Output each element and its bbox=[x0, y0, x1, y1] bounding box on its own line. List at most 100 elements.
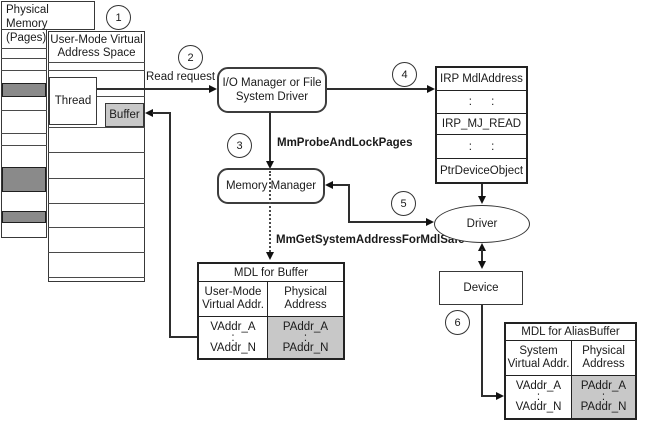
mdl-alias-col1-header: System Virtual Addr. bbox=[506, 341, 572, 375]
paddr-last: PAddr_N bbox=[580, 401, 627, 413]
irp-to-driver-arrow-shaft bbox=[481, 184, 483, 198]
io-to-memmgr-arrow-shaft bbox=[269, 113, 271, 163]
vaddr-first: VAddr_A bbox=[210, 320, 256, 333]
address-space-line bbox=[48, 252, 145, 253]
mdl-buffer-col2-line1: Physical bbox=[284, 286, 327, 298]
mdl-buffer-paddr-cell: PAddr_A : PAddr_N bbox=[268, 317, 343, 358]
memory-manager-box: Memory Manager bbox=[217, 168, 325, 204]
vaddr-ellipsis: : bbox=[536, 391, 541, 403]
mdl-alias-vaddr-cell: VAddr_A : VAddr_N bbox=[506, 376, 572, 418]
memmgr-driver-connector-h2 bbox=[348, 221, 427, 223]
irp-table: IRP MdlAddress : : IRP_MJ_READ : : PtrDe… bbox=[435, 66, 528, 184]
address-space-line bbox=[48, 277, 145, 278]
address-space-line bbox=[48, 127, 145, 128]
mdl-buffer-title: MDL for Buffer bbox=[199, 264, 343, 282]
buffer-box: Buffer bbox=[105, 103, 144, 127]
mdl-to-buffer-connector-h1 bbox=[152, 112, 170, 114]
read-request-label: Read request bbox=[146, 71, 216, 83]
device-to-aliasmdl-arrow-head bbox=[496, 392, 504, 400]
vaddr-ellipsis: : bbox=[231, 331, 235, 344]
user-mode-title-line2: Address Space bbox=[57, 47, 136, 59]
address-space-line bbox=[48, 152, 145, 153]
physical-memory-label: Physical Memory (Pages) bbox=[1, 1, 95, 44]
io-to-memmgr-arrow-head bbox=[266, 161, 274, 169]
thread-box: Thread bbox=[49, 77, 97, 125]
mdl-buffer-vaddr-cell: VAddr_A : VAddr_N bbox=[199, 317, 268, 358]
page-divider-line bbox=[1, 110, 47, 111]
thread-label: Thread bbox=[54, 95, 92, 107]
device-box: Device bbox=[439, 271, 523, 305]
driver-device-arrow-shaft bbox=[481, 249, 483, 263]
memmgr-driver-connector-h1 bbox=[333, 184, 350, 186]
irp-row-mjread: IRP_MJ_READ bbox=[437, 114, 526, 135]
mdl-alias-col2-line1: Physical bbox=[582, 345, 625, 357]
step-number: 2 bbox=[187, 51, 194, 64]
address-space-line bbox=[48, 70, 145, 71]
physical-memory-label-line1: Physical Memory bbox=[6, 4, 49, 30]
paddr-first: PAddr_A bbox=[282, 320, 329, 333]
address-space-line bbox=[48, 227, 145, 228]
io-manager-line1: I/O Manager or File bbox=[222, 77, 322, 89]
mdl-alias-col1-line1: System bbox=[519, 345, 558, 357]
paddr-ellipsis: : bbox=[601, 391, 606, 403]
mdl-buffer-col2-line2: Address bbox=[284, 299, 327, 311]
mdl-alias-table: MDL for AliasBuffer System Virtual Addr.… bbox=[504, 322, 637, 420]
buffer-label: Buffer bbox=[109, 109, 140, 121]
page-row-shaded bbox=[2, 167, 46, 192]
step-circle-2: 2 bbox=[178, 45, 203, 70]
user-mode-box bbox=[48, 31, 145, 282]
step-circle-1: 1 bbox=[106, 5, 131, 30]
read-request-arrow-shaft bbox=[97, 88, 211, 90]
mdl-to-buffer-connector-v bbox=[169, 112, 171, 338]
page-divider-line bbox=[1, 133, 47, 134]
paddr-first: PAddr_A bbox=[580, 380, 627, 392]
io-manager-line2: System Driver bbox=[235, 91, 309, 103]
driver-device-arrow-head-down bbox=[478, 261, 486, 269]
getsystemaddress-arrow-head bbox=[266, 252, 274, 260]
step-circle-4: 4 bbox=[392, 62, 417, 87]
paddr-ellipsis: : bbox=[303, 331, 308, 344]
step-number: 1 bbox=[115, 11, 122, 24]
page-row-shaded bbox=[2, 83, 46, 97]
step-number: 6 bbox=[454, 316, 461, 329]
page-divider-line bbox=[1, 48, 47, 49]
address-space-line bbox=[48, 203, 145, 204]
address-space-line bbox=[97, 96, 145, 97]
memmgr-arrow-head bbox=[325, 181, 333, 189]
user-mode-title-line1: User-Mode Virtual bbox=[50, 34, 143, 46]
irp-to-driver-arrow-head bbox=[478, 196, 486, 204]
mdl-alias-col1-line2: Virtual Addr. bbox=[507, 358, 570, 370]
driver-ellipse: Driver bbox=[434, 205, 530, 243]
page-divider-line bbox=[1, 70, 47, 71]
device-to-aliasmdl-connector-h bbox=[481, 395, 497, 397]
driver-device-arrow-head-up bbox=[478, 243, 486, 251]
mdl-alias-col2-header: Physical Address bbox=[572, 341, 635, 375]
irp-row-mdladdress: IRP MdlAddress bbox=[437, 68, 526, 91]
address-space-line bbox=[48, 62, 145, 63]
page-divider-line bbox=[1, 58, 47, 59]
physical-memory-label-line2: (Pages) bbox=[6, 32, 47, 44]
physical-memory-column bbox=[1, 2, 47, 238]
user-mode-title: User-Mode Virtual Address Space bbox=[48, 34, 145, 60]
mdl-buffer-table: MDL for Buffer User-Mode Virtual Addr. P… bbox=[197, 262, 345, 360]
irp-row-ellipsis: : : bbox=[437, 91, 526, 114]
driver-arrow-head bbox=[426, 218, 434, 226]
mdl-to-buffer-connector-h2 bbox=[169, 336, 197, 338]
io-to-irp-arrow-shaft bbox=[327, 88, 428, 90]
irp-row-ptrdeviceobject: PtrDeviceObject bbox=[439, 164, 524, 177]
step-number: 5 bbox=[400, 197, 407, 210]
mmprobeandlockpages-label: MmProbeAndLockPages bbox=[277, 137, 413, 149]
driver-label: Driver bbox=[466, 218, 498, 230]
mdl-buffer-col2-header: Physical Address bbox=[268, 282, 343, 316]
step-circle-3: 3 bbox=[227, 133, 252, 158]
vaddr-last: VAddr_N bbox=[515, 401, 562, 413]
mdl-to-buffer-arrow-head bbox=[145, 109, 153, 117]
irp-row-ellipsis: : : bbox=[437, 135, 526, 159]
step-number: 4 bbox=[401, 68, 408, 81]
page-divider-line bbox=[1, 145, 47, 146]
memory-manager-label: Memory Manager bbox=[225, 180, 317, 192]
mdl-alias-title: MDL for AliasBuffer bbox=[506, 324, 635, 341]
read-request-arrow-head bbox=[209, 85, 217, 93]
vaddr-first: VAddr_A bbox=[515, 380, 562, 392]
